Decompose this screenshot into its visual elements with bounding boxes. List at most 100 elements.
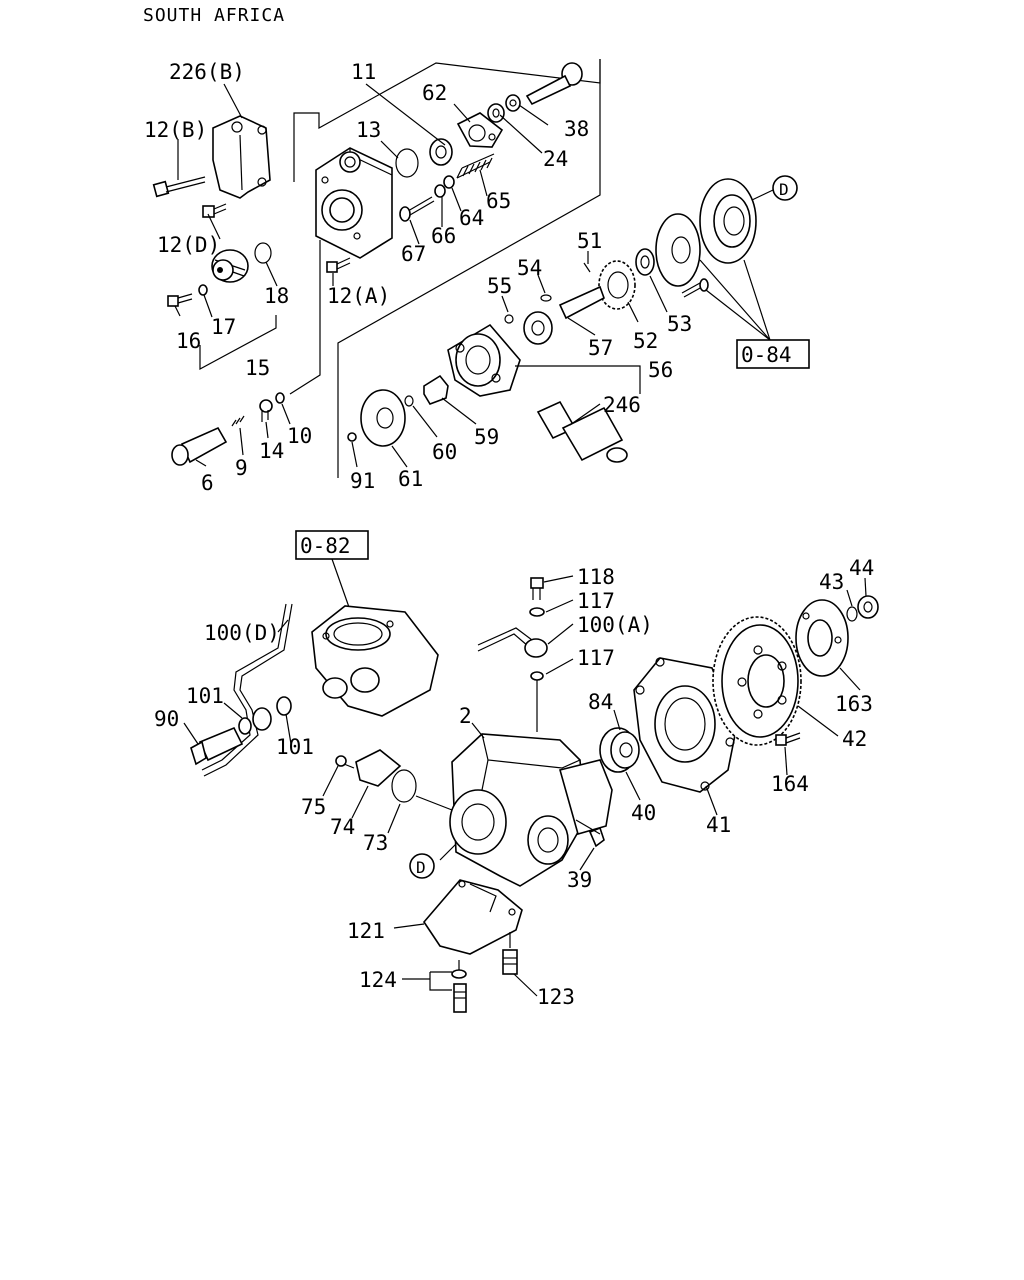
- label-67: 67: [401, 242, 426, 266]
- washer-117a: [529, 607, 545, 617]
- oring-13: [395, 148, 419, 178]
- bottom-assembly: 0-82: [154, 530, 879, 1013]
- plate-74: [355, 749, 402, 787]
- label-123: 123: [537, 985, 575, 1009]
- callout-d-top: [772, 175, 798, 201]
- washer-66: [434, 184, 446, 198]
- cover-41: [633, 657, 737, 793]
- label-62: 62: [422, 81, 447, 105]
- key-54: [540, 294, 552, 302]
- label-100d: 100(D): [204, 621, 280, 645]
- callout-d-bottom: [409, 853, 435, 879]
- banjo-90: [190, 726, 244, 766]
- bracket-121: [422, 879, 523, 955]
- label-41: 41: [706, 813, 731, 837]
- nut-39: [588, 826, 605, 848]
- label-9: 9: [235, 456, 248, 480]
- washer-52: [635, 248, 655, 276]
- rollers-246: [536, 400, 628, 463]
- ring-60: [404, 395, 414, 407]
- label-17: 17: [211, 315, 236, 339]
- leader-lines-bottom: [183, 575, 867, 997]
- label-246: 246: [603, 393, 641, 417]
- label-51: 51: [577, 229, 602, 253]
- label-65: 65: [486, 189, 511, 213]
- region-header: SOUTH AFRICA: [143, 5, 285, 26]
- label-54: 54: [517, 256, 542, 280]
- label-12b: 12(B): [144, 118, 207, 142]
- leader-lines-top: [174, 83, 774, 468]
- washer-64: [443, 175, 455, 189]
- label-164: 164: [771, 772, 809, 796]
- ref-box-084[interactable]: [736, 339, 810, 369]
- bolt-118: [530, 577, 544, 600]
- governor-housing: [311, 605, 439, 717]
- label-64: 64: [459, 206, 484, 230]
- gear-42: [712, 616, 802, 746]
- bolt-16: [167, 293, 193, 307]
- pipe-100a: [477, 627, 548, 658]
- label-13: 13: [356, 118, 381, 142]
- label-12d: 12(D): [157, 233, 220, 257]
- bolt-164: [775, 732, 801, 746]
- cross-59: [423, 374, 449, 405]
- washer-43: [846, 606, 858, 622]
- label-2: 2: [459, 704, 472, 728]
- pin-67: [399, 196, 435, 222]
- washer-117b: [530, 671, 544, 681]
- ref-box-082[interactable]: [295, 530, 369, 560]
- label-52: 52: [633, 329, 658, 353]
- bolt-12a: [326, 257, 351, 273]
- gear-52: [598, 260, 636, 310]
- label-55: 55: [487, 274, 512, 298]
- spacer-53: [655, 213, 701, 287]
- disc-61: [360, 389, 406, 447]
- cover-d: [699, 178, 757, 264]
- label-18: 18: [264, 284, 289, 308]
- label-10: 10: [287, 424, 312, 448]
- label-91: 91: [350, 469, 375, 493]
- label-61: 61: [398, 467, 423, 491]
- washer-17: [198, 284, 208, 296]
- washer-101a: [238, 717, 252, 735]
- bolt-12d: [202, 203, 227, 218]
- spring-65: [456, 153, 495, 179]
- label-43: 43: [819, 570, 844, 594]
- label-44: 44: [849, 556, 874, 580]
- label-24: 24: [543, 147, 568, 171]
- label-d-bottom: D: [416, 858, 426, 877]
- ref-label-082: 0-82: [300, 534, 351, 558]
- label-59: 59: [474, 425, 499, 449]
- bolt-12b: [152, 176, 206, 198]
- cap-15: [211, 249, 249, 283]
- label-39: 39: [567, 868, 592, 892]
- label-117b: 117: [577, 646, 615, 670]
- label-226b: 226(B): [169, 60, 245, 84]
- hub-163: [795, 599, 849, 677]
- label-12a: 12(A): [327, 284, 390, 308]
- label-74: 74: [330, 815, 355, 839]
- washer-101b: [276, 696, 292, 716]
- pump-body-2: [449, 733, 613, 887]
- frame-line: [337, 59, 601, 478]
- bolt-124: [453, 983, 467, 1013]
- label-117a: 117: [577, 589, 615, 613]
- housing-block: [315, 147, 393, 259]
- sleeve-11: [429, 138, 453, 166]
- label-40: 40: [631, 801, 656, 825]
- top-assembly: 226(B) 11 62 38 12(B) 13 24 65 12(D) 66 …: [144, 59, 810, 495]
- washer-124: [451, 969, 467, 979]
- fitting-6: [171, 426, 228, 466]
- label-11: 11: [351, 60, 376, 84]
- washer-38: [505, 94, 521, 112]
- frame-line: [289, 240, 321, 395]
- label-d-top: D: [779, 180, 789, 199]
- label-56: 56: [648, 358, 673, 382]
- label-124: 124: [359, 968, 397, 992]
- label-57: 57: [588, 336, 613, 360]
- label-73: 73: [363, 831, 388, 855]
- label-84: 84: [588, 690, 613, 714]
- label-90: 90: [154, 707, 179, 731]
- label-121: 121: [347, 919, 385, 943]
